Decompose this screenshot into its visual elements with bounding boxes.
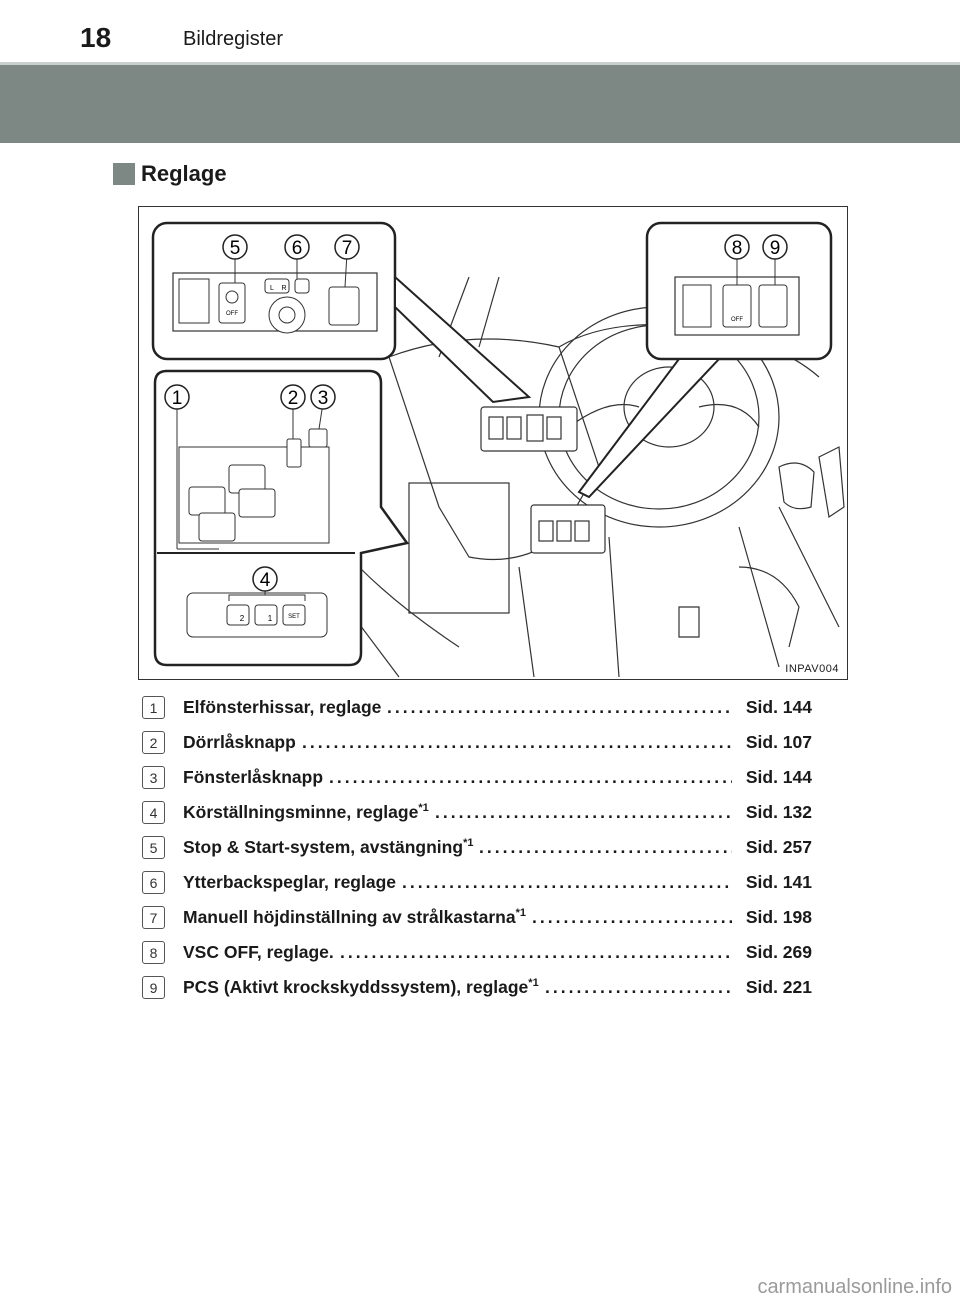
dot-leader: ........................................…	[340, 942, 732, 962]
item-number: 7	[142, 906, 165, 929]
item-number: 4	[142, 801, 165, 824]
item-footnote: *1	[528, 977, 539, 990]
page-reference[interactable]: Sid. 141	[745, 872, 812, 892]
page-reference[interactable]: Sid. 107	[745, 732, 812, 752]
index-list: 1 Elfönsterhissar, reglage...............…	[140, 690, 820, 1005]
list-item: 1 Elfönsterhissar, reglage...............…	[140, 690, 820, 725]
illustration-svg: OFF L R 5 6 7 OFF	[151, 221, 845, 678]
page-header: 18 Bildregister	[0, 0, 960, 65]
dot-leader: ........................................…	[532, 907, 732, 927]
label-mem2: 2	[240, 614, 245, 623]
item-label: Körställningsminne, reglage*1	[183, 802, 429, 822]
page-reference[interactable]: Sid. 269	[745, 942, 812, 962]
section-heading: Reglage	[113, 161, 227, 187]
callout-1: 1	[172, 388, 183, 409]
header-band	[0, 65, 960, 143]
callout-3: 3	[318, 388, 329, 409]
item-label: Dörrlåsknapp	[183, 732, 296, 752]
page-reference[interactable]: Sid. 144	[745, 767, 812, 787]
dot-leader: ........................................…	[302, 732, 732, 752]
callout-9: 9	[770, 238, 781, 259]
page-reference[interactable]: Sid. 198	[745, 907, 812, 927]
watermark: carmanualsonline.info	[757, 1276, 952, 1298]
callout-6: 6	[292, 238, 303, 259]
label-off: OFF	[226, 311, 238, 317]
inset-mirror-switches: OFF L R 5 6 7	[151, 221, 532, 404]
item-number: 9	[142, 976, 165, 999]
item-label: Ytterbackspeglar, reglage	[183, 872, 397, 892]
item-footnote: *1	[463, 837, 474, 850]
item-label: Manuell höjdinställning av strålkastarna…	[183, 907, 526, 927]
dot-leader: ........................................…	[545, 977, 732, 997]
list-item: 7 Manuell höjdinställning av strålkastarn…	[140, 900, 820, 935]
dot-leader: ........................................…	[479, 837, 732, 857]
label-l: L	[270, 285, 274, 292]
list-item: 5 Stop & Start-system, avstängning*1.....…	[140, 830, 820, 865]
callout-4: 4	[260, 570, 271, 591]
item-number: 6	[142, 871, 165, 894]
callout-5: 5	[230, 238, 241, 259]
dot-leader: ........................................…	[435, 802, 732, 822]
label-vsc-off: OFF	[731, 317, 743, 323]
label-set: SET	[288, 614, 300, 620]
item-number: 8	[142, 941, 165, 964]
item-footnote: *1	[515, 907, 526, 920]
list-item: 9 PCS (Aktivt krockskyddssystem), reglage…	[140, 970, 820, 1005]
callout-7: 7	[342, 238, 353, 259]
item-label: VSC OFF, reglage.	[183, 942, 334, 962]
page-reference[interactable]: Sid. 221	[745, 977, 812, 997]
section-title: Reglage	[141, 161, 227, 186]
callout-2: 2	[288, 388, 299, 409]
label-r: R	[281, 285, 286, 292]
page-number: 18	[80, 22, 112, 53]
list-item: 6 Ytterbackspeglar, reglage..............…	[140, 865, 820, 900]
item-label: PCS (Aktivt krockskyddssystem), reglage*…	[183, 977, 539, 997]
item-number: 2	[142, 731, 165, 754]
inset-vsc-pcs-switches: OFF 8 9	[577, 221, 833, 499]
item-number: 3	[142, 766, 165, 789]
callout-8: 8	[732, 238, 743, 259]
page-reference[interactable]: Sid. 144	[745, 697, 812, 717]
list-item: 2 Dörrlåsknapp...........................…	[140, 725, 820, 760]
inset-door-switches: 2 1 SET 1 2 3 4	[153, 369, 410, 667]
dot-leader: ........................................…	[402, 872, 732, 892]
dot-leader: ........................................…	[329, 767, 732, 787]
page-reference[interactable]: Sid. 257	[745, 837, 812, 857]
item-footnote: *1	[418, 802, 429, 815]
item-label: Fönsterlåsknapp	[183, 767, 324, 787]
item-number: 1	[142, 696, 165, 719]
dot-leader: ........................................…	[387, 697, 732, 717]
list-item: 4 Körställningsminne, reglage*1..........…	[140, 795, 820, 830]
figure-code: INPAV004	[785, 663, 839, 675]
list-item: 8 VSC OFF, reglage.......................…	[140, 935, 820, 970]
item-label: Elfönsterhissar, reglage	[183, 697, 382, 717]
item-number: 5	[142, 836, 165, 859]
page-reference[interactable]: Sid. 132	[745, 802, 812, 822]
section-square-icon	[113, 163, 135, 185]
controls-illustration: OFF L R 5 6 7 OFF	[138, 206, 848, 680]
list-item: 3 Fönsterlåsknapp........................…	[140, 760, 820, 795]
page-title: Bildregister	[183, 28, 284, 50]
item-label: Stop & Start-system, avstängning*1	[183, 837, 474, 857]
label-mem1: 1	[268, 614, 273, 623]
